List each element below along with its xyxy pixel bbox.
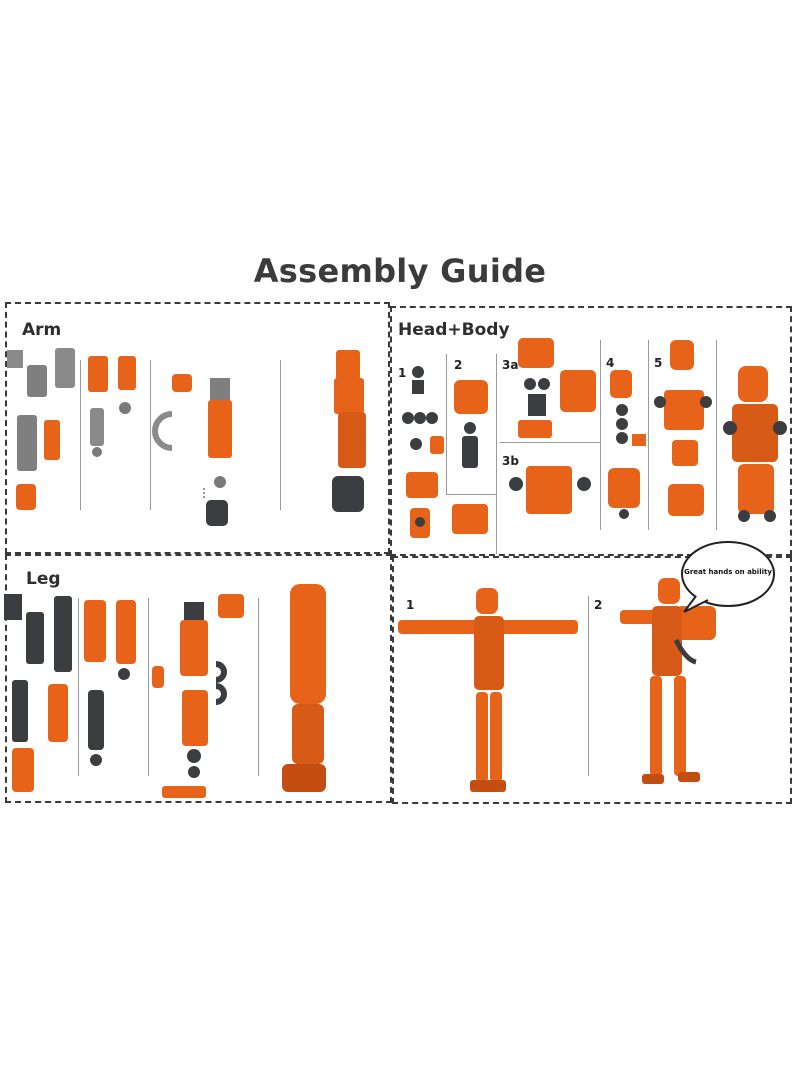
divider [258,598,259,776]
divider [280,360,281,510]
head-body-panel-label: Head+Body [398,320,510,340]
step-number: 2 [454,358,463,372]
final-panel [392,556,792,804]
step-number: 3b [502,454,519,468]
divider [150,360,151,510]
divider [446,494,496,495]
step-number: 3a [502,358,519,372]
step-number: 1 [406,598,415,612]
divider [496,354,497,554]
step-number: 2 [594,598,603,612]
page-title: Assembly Guide [253,252,547,290]
arm-panel [5,302,390,554]
arm-panel-label: Arm [22,320,62,340]
divider [78,598,79,776]
leg-panel [5,554,392,803]
step-number: 1 [398,366,407,380]
leg-panel-label: Leg [26,569,61,589]
speech-bubble-text: Great hands on ability [684,568,772,576]
divider [148,598,149,776]
head-body-panel [390,306,792,556]
step-number: 5 [654,356,663,370]
divider [80,360,81,510]
step-number: 4 [606,356,615,370]
divider [446,354,447,494]
divider [600,340,601,530]
divider [648,340,649,530]
divider [716,340,717,530]
divider [500,442,600,443]
divider [588,596,589,776]
